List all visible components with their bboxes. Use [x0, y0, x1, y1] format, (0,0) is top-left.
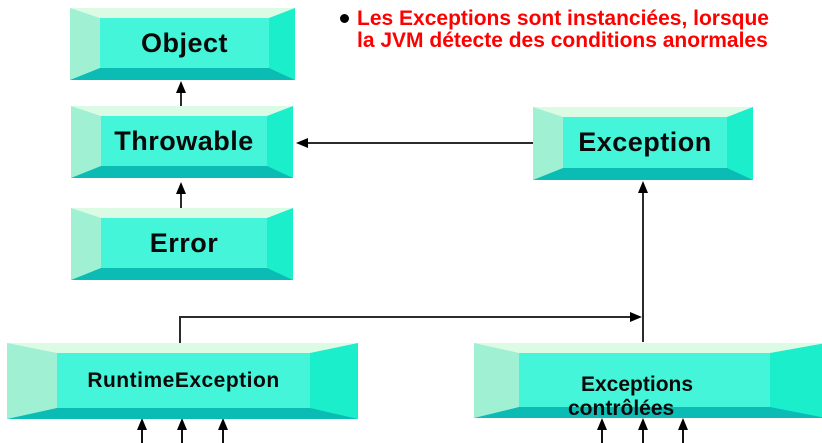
node-runtime-exception-label: RuntimeException: [87, 368, 280, 392]
node-error-label: Error: [149, 227, 219, 258]
node-checked-exceptions: Exceptions contrôlées: [474, 343, 822, 421]
arrow-checked-exceptions-to-exception: [638, 181, 648, 342]
arrow-exception-to-throwable: [296, 138, 533, 148]
annotation-line2: la JVM détecte des conditions anormales: [357, 29, 768, 52]
annotation-note: Les Exceptions sont instanciées, lorsque…: [335, 8, 822, 52]
stub-arrows-checked-exceptions: [597, 418, 688, 443]
arrow-runtime-exception-to-exception: [179, 312, 642, 343]
arrow-throwable-to-object: [176, 81, 186, 106]
node-exception: Exception: [533, 107, 753, 180]
stub-arrows-runtime-exception: [137, 418, 228, 443]
node-checked-exceptions-label: Exceptions contrôlées: [568, 373, 693, 421]
node-object-label: Object: [140, 27, 229, 58]
node-exception-label: Exception: [578, 127, 712, 157]
arrow-error-to-throwable: [176, 182, 186, 208]
checked-exceptions-label-line1: Exceptions: [581, 373, 694, 396]
node-throwable: Throwable: [71, 106, 293, 178]
annotation-line1: Les Exceptions sont instanciées, lorsque: [357, 7, 769, 30]
bullet-icon: [340, 14, 349, 23]
node-runtime-exception: RuntimeException: [7, 343, 358, 419]
node-error: Error: [71, 208, 293, 280]
checked-exceptions-label-line2: contrôlées: [568, 397, 675, 420]
node-object: Object: [70, 8, 295, 80]
node-throwable-label: Throwable: [114, 125, 254, 156]
